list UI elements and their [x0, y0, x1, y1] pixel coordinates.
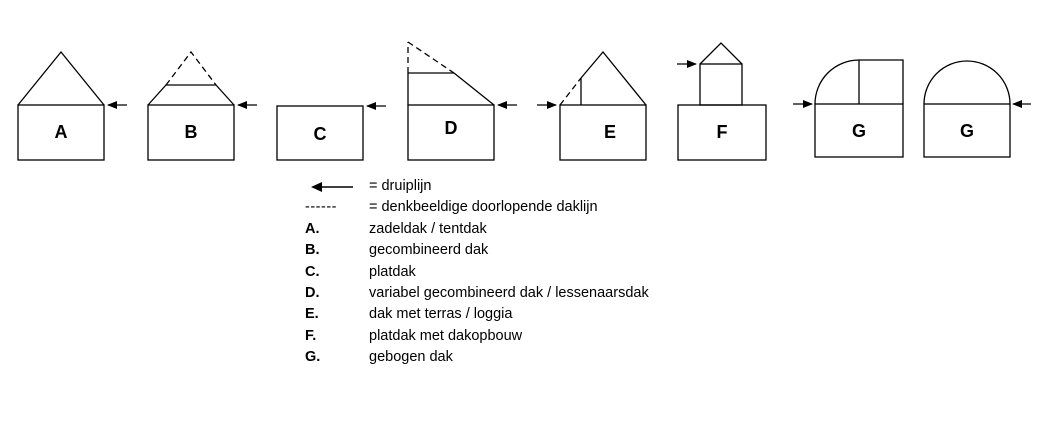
legend-text: platdak	[369, 263, 416, 280]
house-g-2: G	[923, 60, 1031, 158]
house-a: A	[17, 50, 127, 161]
house-letter-a: A	[55, 122, 68, 142]
legend-symbol: G.	[305, 349, 321, 366]
house-c: C	[276, 102, 386, 161]
legend-symbol: E.	[305, 306, 319, 323]
arrow-left-icon	[311, 182, 353, 192]
house-letter-g-2: G	[960, 121, 974, 141]
legend-text: platdak met dakopbouw	[369, 327, 523, 344]
legend-text: gebogen dak	[369, 349, 453, 366]
legend-symbol: B.	[305, 242, 320, 259]
legend-text: dak met terras / loggia	[369, 306, 513, 323]
legend-symbol: C.	[305, 263, 320, 280]
house-f: F	[677, 42, 767, 161]
legend-symbol: F.	[305, 327, 317, 344]
house-b: B	[147, 50, 257, 161]
legend-symbol: A.	[305, 220, 320, 237]
legend-symbol: D.	[305, 284, 320, 301]
roof-types-diagram: A B C D	[17, 41, 1031, 161]
house-letter-b: B	[185, 122, 198, 142]
house-g-1: G	[793, 59, 904, 158]
house-letter-f: F	[717, 122, 728, 142]
legend-text-dashed-line: = denkbeeldige doorlopende daklijn	[369, 199, 598, 216]
legend-text: variabel gecombineerd dak / lessenaarsda…	[369, 284, 649, 301]
legend-text: zadeldak / tentdak	[369, 220, 487, 237]
house-letter-c: C	[314, 124, 327, 144]
house-letter-g-1: G	[852, 121, 866, 141]
house-e: E	[537, 50, 647, 161]
house-letter-d: D	[445, 118, 458, 138]
house-d: D	[407, 41, 517, 161]
legend-symbol-dashed: ------	[305, 199, 337, 216]
house-letter-e: E	[604, 122, 616, 142]
legend-text: gecombineerd dak	[369, 242, 489, 259]
legend-text-drip-line: = druiplijn	[369, 178, 432, 194]
